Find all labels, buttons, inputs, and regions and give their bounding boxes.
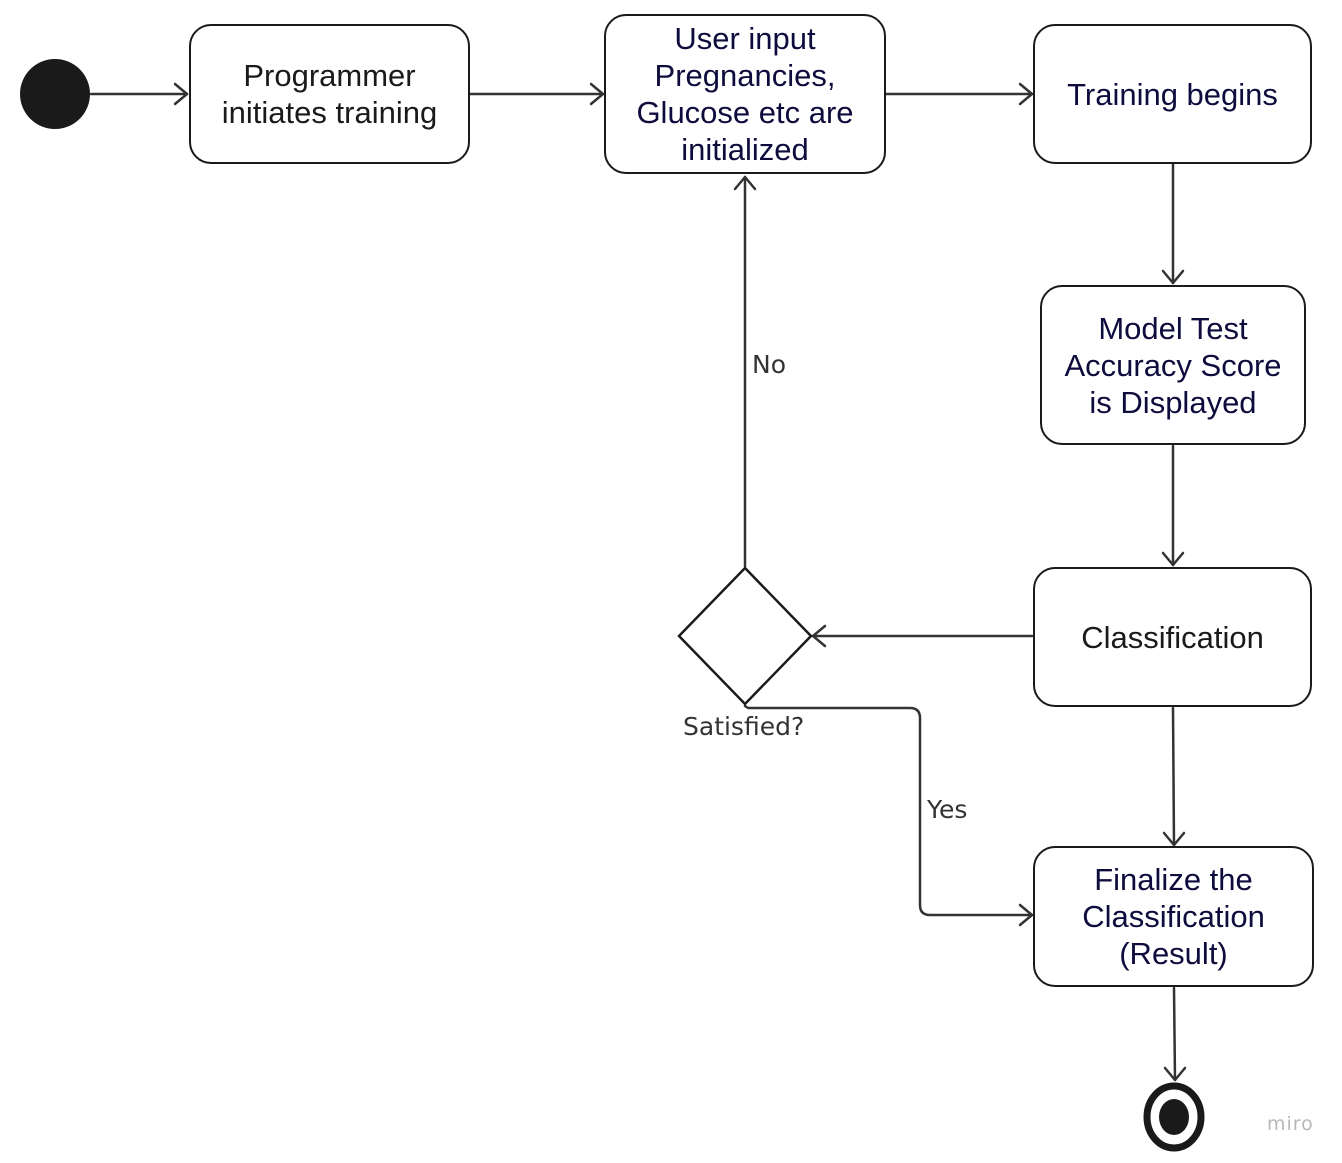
arrow-classification-to-decision (811, 624, 1034, 648)
node-classification-label: Classification (1081, 619, 1264, 655)
node-user-input-initialized: User input Pregnancies, Glucose etc are … (604, 14, 886, 174)
node-programmer-initiates-training: Programmer initiates training (189, 24, 470, 164)
arrow-decision-no-to-user-input (733, 175, 757, 568)
decision-diamond (677, 566, 813, 706)
arrow-start-to-programmer (89, 82, 189, 106)
arrow-model-test-to-classification (1161, 444, 1185, 567)
edge-label-no: No (752, 350, 786, 379)
node-training-label: Training begins (1067, 76, 1278, 112)
node-model-test-label: Model Test Accuracy Score is Displayed (1064, 310, 1282, 420)
arrow-programmer-to-user-input (468, 82, 605, 106)
arrow-decision-yes-to-finalize (743, 704, 1034, 927)
end-node (1143, 1082, 1205, 1152)
node-finalize-classification: Finalize the Classification (Result) (1033, 846, 1314, 987)
edge-label-yes: Yes (927, 795, 968, 824)
node-model-test-accuracy: Model Test Accuracy Score is Displayed (1040, 285, 1306, 445)
arrow-user-input-to-training (884, 82, 1034, 106)
node-finalize-label: Finalize the Classification (Result) (1082, 862, 1265, 971)
miro-watermark: miro (1267, 1113, 1314, 1135)
node-classification: Classification (1033, 567, 1312, 707)
start-node (20, 59, 90, 129)
arrow-classification-to-finalize (1162, 706, 1186, 847)
decision-label: Satisfied? (683, 712, 805, 741)
arrow-training-to-model-test (1161, 162, 1185, 285)
node-training-begins: Training begins (1033, 24, 1312, 164)
node-programmer-label: Programmer initiates training (221, 58, 438, 130)
arrow-finalize-to-end (1163, 986, 1187, 1082)
node-user-input-label: User input Pregnancies, Glucose etc are … (636, 21, 854, 167)
